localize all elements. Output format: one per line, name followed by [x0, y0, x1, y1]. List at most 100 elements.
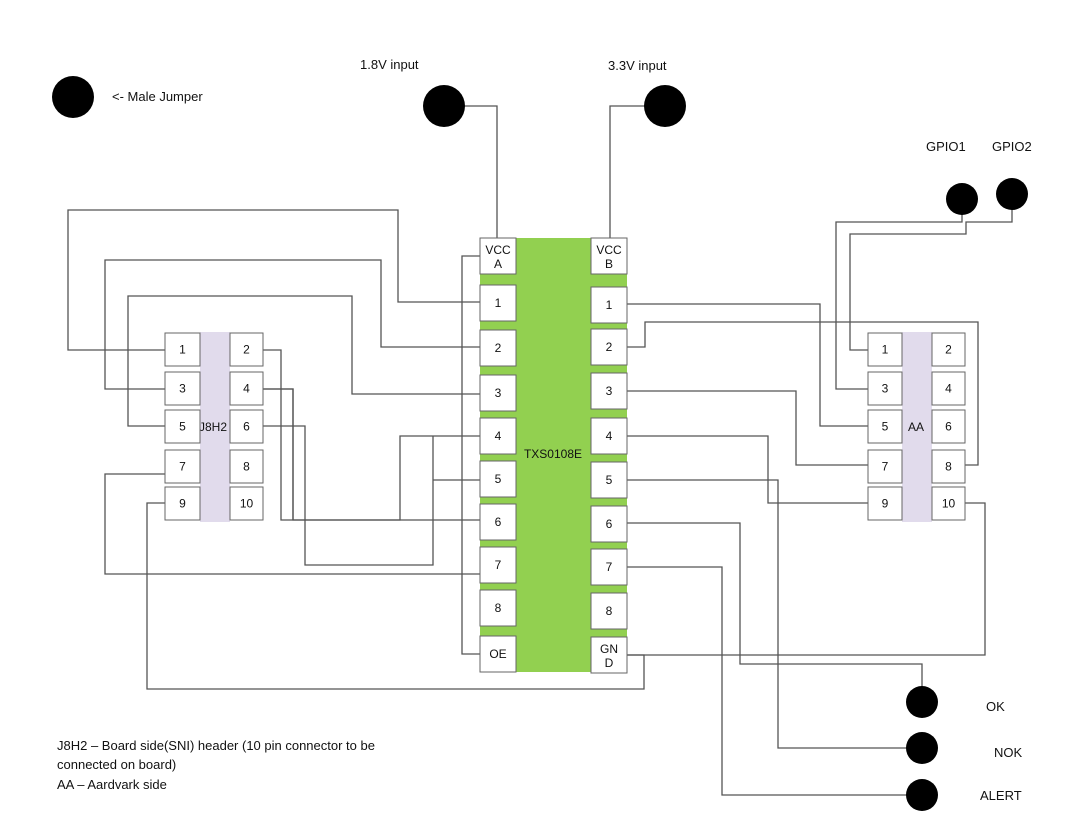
aa-pin-5-label: 5 [882, 420, 889, 434]
chip-left-pin-7-box [479, 546, 517, 584]
note-line-1: J8H2 – Board side(SNI) header (10 pin co… [57, 738, 375, 753]
j8h2-pin-5-box [164, 409, 201, 444]
j8h2-pin-1-box [164, 332, 201, 367]
chip-left-pin-5-label: 5 [495, 472, 502, 486]
chip-right-pin-9-box [590, 636, 628, 674]
chip-right-pin-6-label: 6 [606, 517, 613, 531]
jumpers [52, 76, 1028, 811]
chip-right-pin-2-label: 2 [606, 340, 613, 354]
j8h2-name: J8H2 [199, 420, 227, 434]
j8h2-pin-2-box [229, 332, 264, 367]
chip-right-pin-1-box [590, 286, 628, 324]
chip-right-pin-4-box [590, 417, 628, 455]
j8h2-pin-10-box [229, 486, 264, 521]
jumper-33v-icon [644, 85, 686, 127]
aa-pin-5-box [867, 409, 903, 444]
j8h2-pin-6-label: 6 [243, 420, 250, 434]
chip-left-pin-8-box [479, 589, 517, 627]
aa-pin-4-label: 4 [945, 382, 952, 396]
j8h2-pin-1-label: 1 [179, 343, 186, 357]
chip-right-pin-8-box [590, 592, 628, 630]
j8h2-pin-7-box [164, 449, 201, 484]
j8h2-pin-8-box [229, 449, 264, 484]
j8h2-body [200, 332, 230, 522]
aa-pin-8-label: 8 [945, 460, 952, 474]
labels: <- Male Jumper 1.8V input 3.3V input GPI… [57, 57, 1032, 803]
j8h2-pin-4-box [229, 371, 264, 406]
j8h2-pin-10-label: 10 [240, 497, 254, 511]
ok-label: OK [986, 699, 1005, 714]
jumper-ok-icon [906, 686, 938, 718]
chip-left-pin-0-box [479, 237, 517, 275]
input-18v-label: 1.8V input [360, 57, 419, 72]
j8h2-pin-3-label: 3 [179, 382, 186, 396]
aa-pin-3-box [867, 371, 903, 406]
input-33v-label: 3.3V input [608, 58, 667, 73]
chip-left-pin-3-label: 3 [495, 386, 502, 400]
chip-right-pin-6-box [590, 505, 628, 543]
jumper-gpio1-icon [946, 183, 978, 215]
j8h2-pin-6-box [229, 409, 264, 444]
aa-pin-2-box [931, 332, 966, 367]
chip-left-pin-2-label: 2 [495, 341, 502, 355]
chip-left-pin-6-label: 6 [495, 515, 502, 529]
chip-left-pin-4-box [479, 417, 517, 455]
aa-pin-8-box [931, 449, 966, 484]
nok-label: NOK [994, 745, 1023, 760]
j8h2-pin-5-label: 5 [179, 420, 186, 434]
jumper-gpio2-icon [996, 178, 1028, 210]
aa-pin-1-box [867, 332, 903, 367]
chip-left-pin-2-box [479, 329, 517, 367]
chip-name: TXS0108E [524, 447, 582, 461]
chip-left-pin-7-label: 7 [495, 558, 502, 572]
aa-pin-6-label: 6 [945, 420, 952, 434]
chip-right-pin-7-label: 7 [606, 560, 613, 574]
chip-right-pin-2-box [590, 328, 628, 366]
aa-pin-9-box [867, 486, 903, 521]
chip-left-pin-1-label: 1 [495, 296, 502, 310]
alert-label: ALERT [980, 788, 1022, 803]
gpio2-label: GPIO2 [992, 139, 1032, 154]
chip-right-pin-8-label: 8 [606, 604, 613, 618]
chip-left-pin-3-box [479, 374, 517, 412]
aa-pin-1-label: 1 [882, 343, 889, 357]
aa-pin-3-label: 3 [882, 382, 889, 396]
aa-pin-2-label: 2 [945, 343, 952, 357]
note-line-3: AA – Aardvark side [57, 777, 167, 792]
legend-jumper-icon [52, 76, 94, 118]
aa-pin-7-label: 7 [882, 460, 889, 474]
chip-right-pin-5-label: 5 [606, 473, 613, 487]
chip-right-pin-4-label: 4 [606, 429, 613, 443]
legend-label: <- Male Jumper [112, 89, 203, 104]
chip-right-pin-1-label: 1 [606, 298, 613, 312]
j8h2-pin-9-box [164, 486, 201, 521]
j8h2-pin-7-label: 7 [179, 460, 186, 474]
chip-left-pin-9-label: OE [489, 647, 506, 661]
jumper-alert-icon [906, 779, 938, 811]
j8h2-pin-9-label: 9 [179, 497, 186, 511]
aa-pin-6-box [931, 409, 966, 444]
aa-pin-4-box [931, 371, 966, 406]
jumper-nok-icon [906, 732, 938, 764]
gpio1-label: GPIO1 [926, 139, 966, 154]
note-line-2: connected on board) [57, 757, 176, 772]
aa-pin-10-label: 10 [942, 497, 956, 511]
aa-pin-10-box [931, 486, 966, 521]
j8h2-pin-8-label: 8 [243, 460, 250, 474]
aa-body [902, 332, 932, 522]
chip-right-pin-0-box [590, 237, 628, 275]
chip-left-pin-6-box [479, 503, 517, 541]
chip-left-pin-5-box [479, 460, 517, 498]
j8h2-pin-2-label: 2 [243, 343, 250, 357]
j8h2-pin-3-box [164, 371, 201, 406]
chip-right-pin-5-box [590, 461, 628, 499]
chip-right-pin-3-label: 3 [606, 384, 613, 398]
wires [67, 105, 1013, 796]
chip-left-pin-9-box [479, 635, 517, 673]
aa-pin-9-label: 9 [882, 497, 889, 511]
